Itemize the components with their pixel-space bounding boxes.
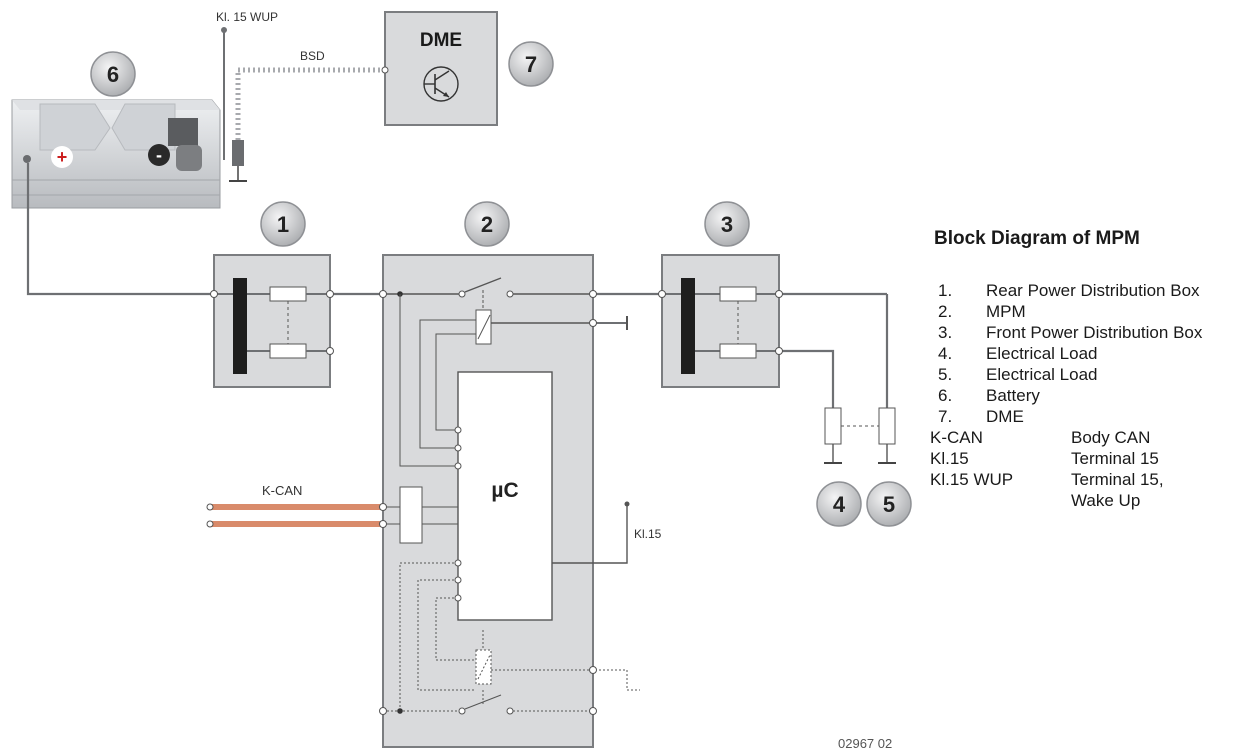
fuse bbox=[269, 286, 307, 302]
fuse bbox=[269, 343, 307, 359]
callout-5-number: 5 bbox=[883, 492, 895, 517]
dme-box: DME bbox=[384, 11, 498, 126]
legend-title: Block Diagram of MPM bbox=[934, 228, 1140, 249]
kl15-wup-wire: Kl. 15 WUP bbox=[216, 10, 278, 182]
abbreviation-key: Kl.15 WUP bbox=[930, 470, 1014, 489]
legend-item-text: MPM bbox=[986, 302, 1026, 321]
abbreviation-row: K-CAN Body CAN bbox=[930, 427, 1255, 448]
abbreviation-key: K-CAN bbox=[930, 428, 983, 447]
legend-item-text: Rear Power Distribution Box bbox=[986, 281, 1200, 300]
legend-item: 2. MPM bbox=[930, 301, 1255, 322]
legend-item: 6. Battery bbox=[930, 385, 1255, 406]
legend-item-text: Battery bbox=[986, 386, 1040, 405]
rear-power-distribution-box bbox=[210, 254, 334, 388]
callout-6: 6 bbox=[90, 51, 136, 97]
can-transceiver bbox=[399, 486, 423, 544]
microcontroller bbox=[457, 371, 553, 621]
k-can-label: K-CAN bbox=[262, 483, 302, 498]
legend-item-number: 3. bbox=[938, 323, 953, 342]
legend-item: 4. Electrical Load bbox=[930, 343, 1255, 364]
electrical-load-4 bbox=[824, 407, 842, 464]
callout-6-number: 6 bbox=[107, 62, 119, 87]
electrical-load-5 bbox=[878, 407, 896, 464]
battery-positive-icon: + bbox=[51, 146, 73, 168]
legend-item: 5. Electrical Load bbox=[930, 364, 1255, 385]
legend-item: 3. Front Power Distribution Box bbox=[930, 322, 1255, 343]
abbreviation-row: Kl.15 WUP Terminal 15, Wake Up bbox=[930, 469, 1255, 511]
legend-item-text: DME bbox=[986, 407, 1024, 426]
callout-1: 1 bbox=[260, 201, 306, 247]
fuse bbox=[719, 286, 757, 302]
legend-item-number: 5. bbox=[938, 365, 953, 384]
callout-5: 5 bbox=[866, 481, 912, 527]
mpm-box: µC Kl.15 bbox=[379, 254, 662, 748]
abbreviation-key: Kl.15 bbox=[930, 449, 969, 468]
battery-negative-icon: - bbox=[148, 144, 170, 166]
legend-item-text: Electrical Load bbox=[986, 365, 1098, 384]
figure-code: 02967 02 bbox=[838, 736, 892, 751]
legend: Block Diagram of MPM 1. Rear Power Distri… bbox=[930, 228, 1255, 511]
abbreviation-value: Terminal 15 bbox=[1071, 449, 1159, 468]
callout-2-number: 2 bbox=[481, 212, 493, 237]
legend-item-number: 2. bbox=[938, 302, 953, 321]
legend-item-number: 1. bbox=[938, 281, 953, 300]
callout-4-number: 4 bbox=[833, 492, 846, 517]
abbreviation-value: Terminal 15, Wake Up bbox=[1071, 470, 1164, 510]
abbreviation-list: K-CAN Body CAN Kl.15 Terminal 15 Kl.15 WUP… bbox=[930, 427, 1255, 511]
legend-item-number: 4. bbox=[938, 344, 953, 363]
bsd-line: BSD bbox=[235, 49, 389, 140]
main-power-line bbox=[26, 163, 889, 408]
legend-item: 7. DME bbox=[930, 406, 1255, 427]
legend-item-number: 7. bbox=[938, 407, 953, 426]
legend-item-number: 6. bbox=[938, 386, 953, 405]
microcontroller-label: µC bbox=[491, 479, 518, 502]
callout-4: 4 bbox=[816, 481, 862, 527]
bsd-label: BSD bbox=[300, 49, 325, 63]
callout-3-number: 3 bbox=[721, 212, 733, 237]
k-can-bus: K-CAN bbox=[206, 483, 400, 528]
mpm-block-diagram: + - DME BSD Kl. 15 WUP bbox=[11, 10, 912, 751]
legend-item: 1. Rear Power Distribution Box bbox=[930, 280, 1255, 301]
kl15-wup-label: Kl. 15 WUP bbox=[216, 10, 278, 24]
callout-3: 3 bbox=[704, 201, 750, 247]
transistor-icon bbox=[423, 66, 459, 102]
abbreviation-value: Body CAN bbox=[1071, 428, 1151, 447]
dme-label: DME bbox=[420, 30, 462, 51]
kl15-label: Kl.15 bbox=[634, 527, 662, 541]
callout-2: 2 bbox=[464, 201, 510, 247]
legend-list: 1. Rear Power Distribution Box 2. MPM 3. Fr… bbox=[930, 280, 1255, 427]
battery: + - bbox=[11, 99, 221, 209]
fuse bbox=[719, 343, 757, 359]
svg-text:-: - bbox=[156, 145, 162, 165]
front-power-distribution-box bbox=[658, 254, 783, 388]
callout-1-number: 1 bbox=[277, 212, 289, 237]
legend-item-text: Front Power Distribution Box bbox=[986, 323, 1203, 342]
callout-7: 7 bbox=[508, 41, 554, 87]
legend-item-text: Electrical Load bbox=[986, 344, 1098, 363]
abbreviation-row: Kl.15 Terminal 15 bbox=[930, 448, 1255, 469]
svg-text:+: + bbox=[57, 147, 68, 167]
callout-7-number: 7 bbox=[525, 52, 537, 77]
